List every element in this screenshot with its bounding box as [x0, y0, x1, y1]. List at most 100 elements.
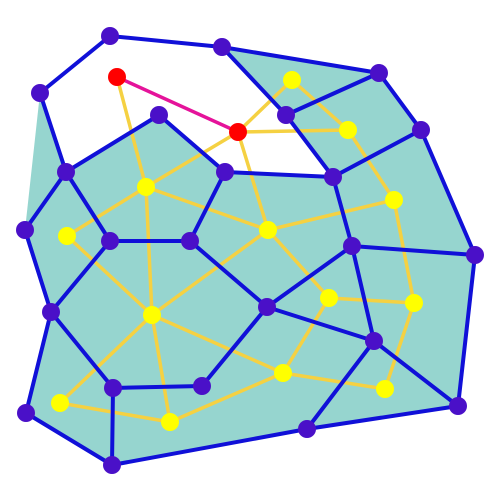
primal-edge-v3-v7 — [377, 71, 423, 132]
primal-vertex-v4 — [31, 84, 49, 102]
dual-vertex-d12 — [51, 394, 69, 412]
dual-vertex-d6 — [259, 221, 277, 239]
dual-vertex-d1 — [283, 71, 301, 89]
primal-vertex-v7 — [412, 121, 430, 139]
primal-edge-v17-v18 — [265, 305, 376, 343]
dual-vertex-d4 — [385, 191, 403, 209]
dual-edge-d6-d9 — [150, 228, 270, 317]
dual-edge-d1-d2 — [290, 78, 350, 132]
primal-edge-v1-v4 — [38, 34, 112, 95]
dual-edge-d10-d11 — [281, 371, 387, 391]
primal-vertex-v17 — [258, 298, 276, 316]
dual-edge-d12-d13 — [58, 401, 172, 424]
primal-vertex-v6 — [277, 106, 295, 124]
primal-edge-v9-v13 — [188, 170, 227, 243]
primal-edge-v16-v21 — [24, 310, 53, 415]
primal-edge-v21-v24 — [24, 411, 114, 467]
dual-edge-d4-d6 — [266, 198, 396, 232]
primal-edge-v7-v10 — [331, 128, 423, 179]
highlight-edge-h1-h2 — [115, 75, 240, 134]
dual-vertex-d8 — [405, 294, 423, 312]
dual-edge-h2-d3 — [144, 130, 240, 189]
primal-vertex-v12 — [101, 232, 119, 250]
highlight-vertex-h1 — [108, 68, 126, 86]
primal-vertex-v15 — [466, 246, 484, 264]
primal-edge-v5-v9 — [157, 113, 227, 174]
primal-vertices-layer — [16, 27, 484, 474]
dual-edge-d2-d4 — [346, 128, 396, 202]
highlight-edges-layer — [115, 75, 240, 134]
primal-vertex-v23 — [298, 420, 316, 438]
dual-vertex-d2 — [339, 121, 357, 139]
face-4 — [66, 115, 225, 241]
primal-edge-v1-v2 — [108, 34, 224, 49]
primal-edge-v14-v17 — [265, 244, 354, 309]
primal-edge-v17-v20 — [200, 305, 269, 388]
primal-vertex-v10 — [324, 168, 342, 186]
dual-edge-d9-d10 — [150, 313, 285, 375]
primal-vertex-v9 — [216, 163, 234, 181]
primal-edge-v18-v22 — [372, 339, 460, 408]
primal-edge-v7-v15 — [419, 128, 477, 257]
face-10 — [267, 246, 374, 341]
primal-vertex-v11 — [16, 221, 34, 239]
primal-edge-v6-v10 — [284, 113, 335, 179]
dual-vertex-d10 — [274, 364, 292, 382]
primal-vertex-v21 — [17, 404, 35, 422]
dual-edge-d8-d11 — [383, 301, 416, 391]
dual-edge-d10-d13 — [168, 371, 285, 424]
primal-edge-v18-v23 — [305, 339, 376, 431]
primal-edge-v11-v16 — [23, 228, 53, 314]
primal-edge-v10-v14 — [331, 175, 354, 248]
primal-edge-v4-v8 — [38, 91, 68, 174]
primal-vertex-v20 — [193, 377, 211, 395]
primal-edge-v8-v12 — [64, 170, 112, 243]
dual-vertex-d13 — [161, 413, 179, 431]
dual-vertex-d9 — [143, 306, 161, 324]
primal-edge-v22-v23 — [305, 404, 460, 431]
primal-vertex-v2 — [213, 38, 231, 56]
dual-vertex-d3 — [137, 178, 155, 196]
primal-edge-v23-v24 — [110, 427, 309, 467]
primal-vertex-v16 — [42, 303, 60, 321]
face-11 — [26, 312, 113, 465]
primal-edge-v12-v16 — [49, 239, 112, 314]
primal-edge-v19-v20 — [111, 384, 204, 390]
dual-edge-d2-h2 — [236, 128, 350, 134]
primal-edge-v13-v17 — [188, 239, 269, 309]
dual-vertices-layer — [51, 71, 423, 431]
primal-vertex-v24 — [103, 456, 121, 474]
dual-vertex-d11 — [376, 380, 394, 398]
highlight-vertex-h2 — [229, 123, 247, 141]
primal-edge-v16-v19 — [49, 310, 115, 390]
primal-edge-v8-v11 — [23, 170, 68, 232]
dual-edge-d7-d8 — [327, 296, 416, 305]
face-9 — [352, 246, 475, 406]
dual-edge-d7-d10 — [281, 296, 331, 375]
primal-vertex-v8 — [57, 163, 75, 181]
primal-edge-v3-v6 — [284, 71, 381, 117]
dual-vertex-d5 — [58, 227, 76, 245]
primal-edge-v2-v6 — [220, 45, 288, 117]
primal-vertex-v3 — [370, 64, 388, 82]
primal-vertex-v1 — [101, 27, 119, 45]
dual-edge-d9-d12 — [58, 313, 154, 405]
primal-edges-layer — [23, 34, 477, 467]
primal-vertex-v13 — [181, 232, 199, 250]
dual-vertex-d7 — [320, 289, 338, 307]
primal-vertex-v14 — [343, 237, 361, 255]
face-6 — [25, 93, 66, 230]
primal-edge-v19-v24 — [110, 386, 115, 467]
primal-edge-v5-v8 — [64, 113, 161, 174]
primal-edge-v14-v18 — [350, 244, 376, 343]
primal-vertex-v5 — [150, 106, 168, 124]
primal-edge-v15-v22 — [456, 253, 477, 408]
primal-edge-v14-v15 — [350, 244, 477, 257]
dual-edges-layer — [58, 75, 416, 424]
dual-edge-d9-d13 — [150, 313, 172, 424]
primal-vertex-v19 — [104, 379, 122, 397]
primal-vertex-v22 — [449, 397, 467, 415]
dual-edge-d5-d9 — [65, 234, 154, 317]
dual-edge-h2-d6 — [236, 130, 270, 232]
